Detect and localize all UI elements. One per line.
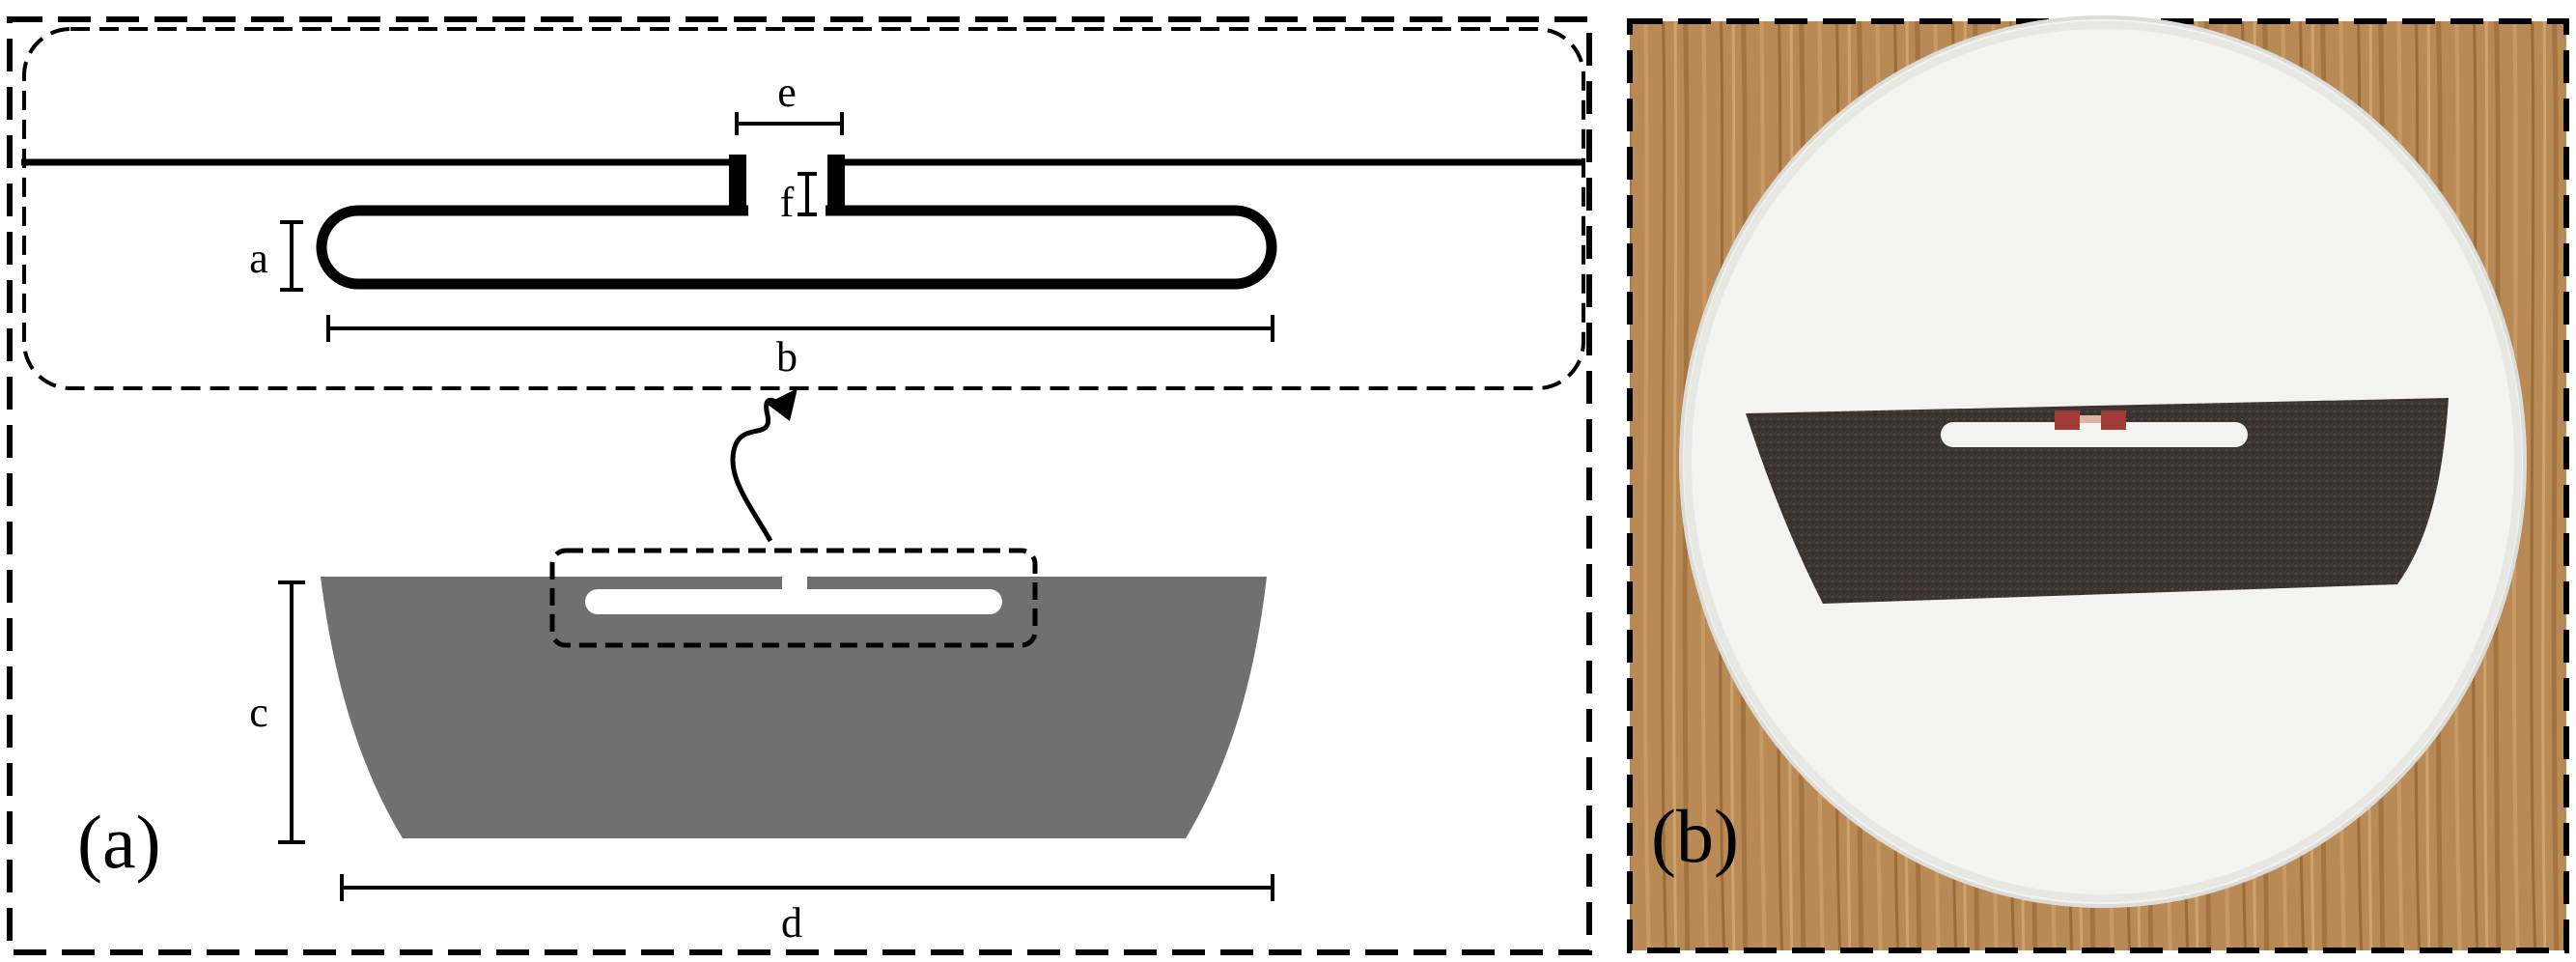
tag-slot-gap: [782, 576, 807, 589]
dimension-a: a: [249, 220, 303, 292]
tag-slot: [585, 589, 1002, 614]
panel-a: e f a b: [7, 16, 1592, 955]
detail-selection-box: [549, 548, 1038, 648]
dim-label-f: f: [780, 179, 795, 226]
dimension-b: b: [326, 315, 1274, 381]
panel-a-caption: (a): [77, 800, 161, 884]
detail-zoom-box: [22, 27, 1585, 390]
panel-a-frame: [7, 16, 1592, 955]
dim-label-b: b: [776, 333, 798, 381]
dimension-c: c: [249, 580, 305, 844]
dim-label-c: c: [249, 689, 268, 736]
panel-b: (b): [1627, 15, 2569, 953]
dimension-e: e: [735, 69, 844, 135]
panel-b-frame: [1627, 18, 2569, 953]
feed-post-right: [827, 155, 845, 214]
panel-b-caption: (b): [1651, 794, 1739, 878]
zoom-arrow: [730, 388, 798, 543]
tag-body: [321, 577, 1267, 838]
chip-left: [2055, 410, 2080, 430]
feed-post-left: [729, 155, 746, 214]
chip-right: [2101, 410, 2126, 430]
dim-label-e: e: [777, 69, 797, 116]
photo-tag: [1746, 398, 2449, 604]
dipole-loop: [316, 205, 1277, 290]
dimension-f: f: [780, 172, 817, 226]
chip-gap: [2080, 415, 2101, 423]
dim-label-a: a: [249, 235, 268, 282]
photo-tag-slot: [1941, 422, 2248, 447]
disk-shadow: [1684, 21, 2522, 902]
dim-label-d: d: [781, 899, 802, 947]
dimension-d: d: [340, 874, 1274, 947]
